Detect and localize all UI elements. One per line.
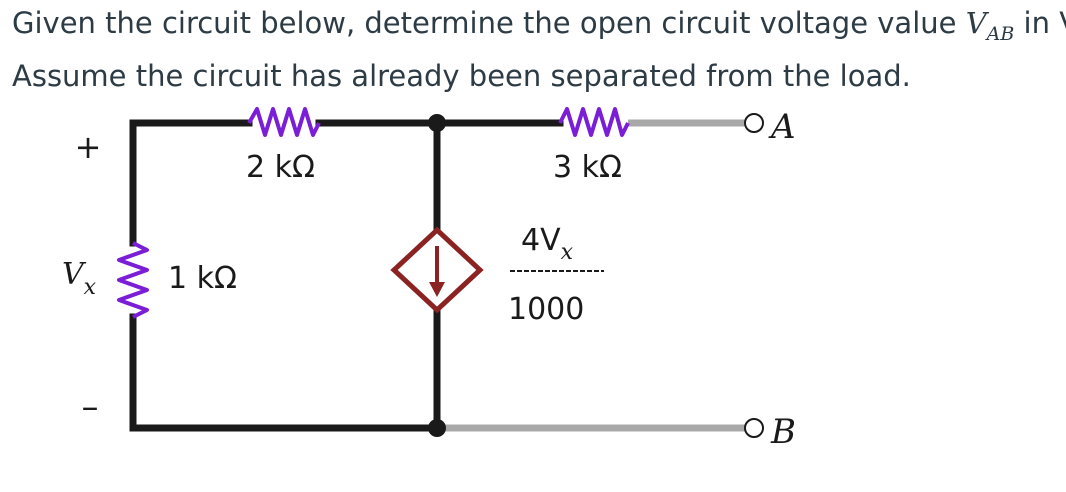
source-numerator-main: 4V [521,223,561,258]
source-gain-numerator: 4Vx [521,223,574,265]
vab-symbol-sub: AB [986,22,1015,45]
minus-sign: – [82,387,99,427]
resistor-1k-label: 1 kΩ [168,261,237,296]
source-gain-denominator: 1000 [508,292,584,327]
question-text-part-end: in V. [1023,6,1066,40]
vx-label-main: V [62,257,87,292]
vab-symbol-main: V [965,6,987,40]
question-line-2: Assume the circuit has already been sepa… [12,58,911,93]
terminal-leads [437,119,745,432]
plus-sign: + [75,128,102,166]
resistors [117,107,630,319]
resistor-3k-label: 3 kΩ [553,150,622,185]
terminal-b-node [744,418,764,438]
resistor-3k [558,107,630,137]
question-text-part: Given the circuit below, determine the o… [12,6,966,40]
resistor-2k-label: 2 kΩ [246,150,315,185]
terminal-a-node [744,113,764,133]
junction-bottom [428,419,446,437]
terminal-a-label: A [768,107,796,147]
terminals [744,113,764,438]
vx-label: Vx [62,257,97,300]
question-text: Given the circuit below, determine the o… [12,2,1066,97]
vx-label-sub: x [84,275,97,300]
resistor-2k [247,107,321,137]
source-numerator-sub: x [561,240,574,265]
question-line-1: Given the circuit below, determine the o… [12,2,1066,55]
source-arrow-head [429,282,445,297]
terminal-b-label: B [770,412,796,452]
junction-dots [428,114,446,437]
vab-symbol: VAB [965,6,1015,45]
resistor-1k [117,241,149,319]
junction-top [428,114,446,132]
dependent-current-source [390,226,484,314]
